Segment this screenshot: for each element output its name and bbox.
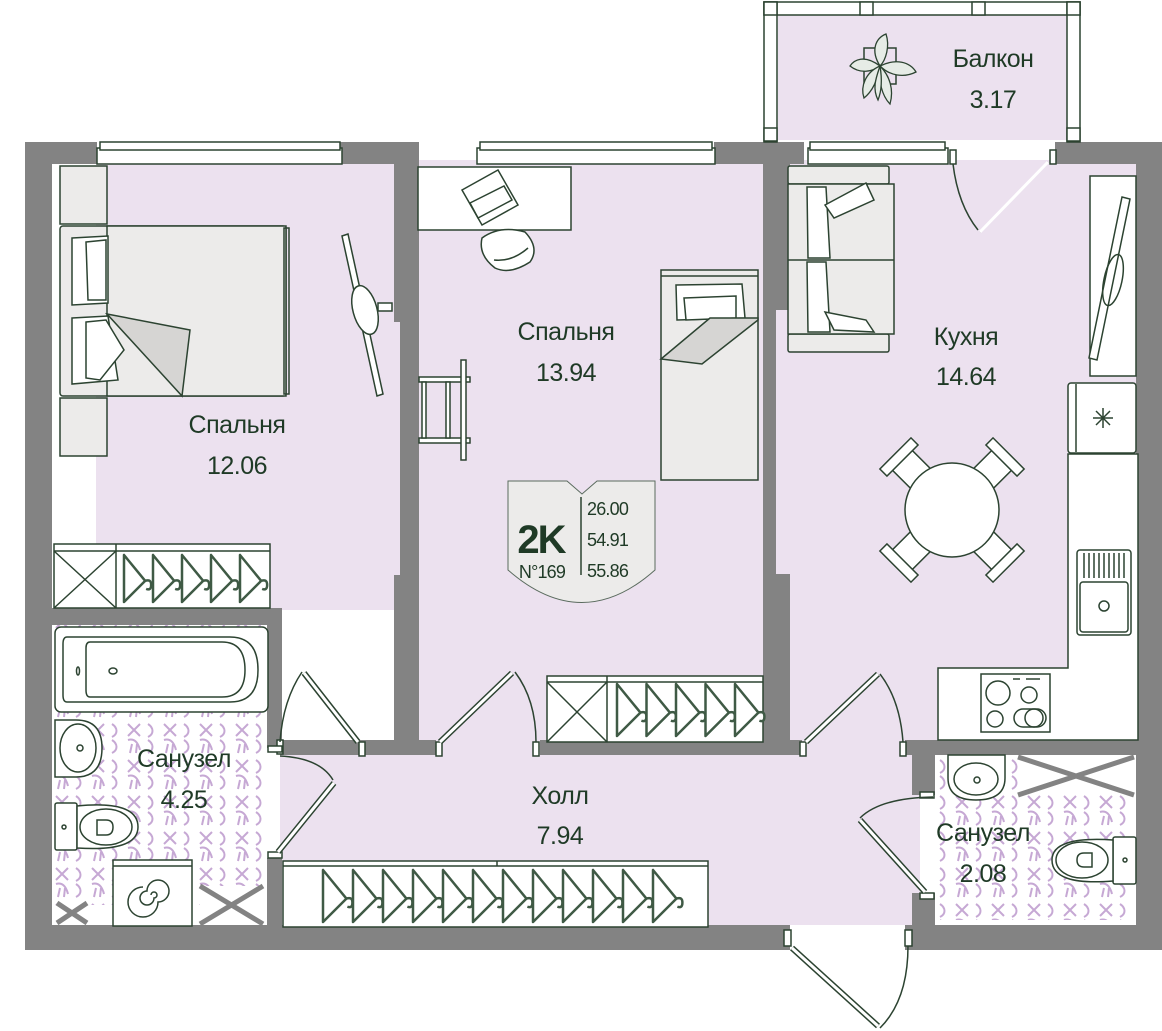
hall-name: Холл xyxy=(532,782,589,810)
hanger-icon xyxy=(651,868,684,924)
washbasin-icon xyxy=(54,719,103,778)
living-area: 26.00 xyxy=(587,499,629,519)
laptop-icon xyxy=(460,168,520,227)
balcony-door[interactable] xyxy=(949,149,1057,234)
bedroom-1-area: 12.06 xyxy=(207,452,267,480)
nightstand xyxy=(59,165,108,225)
stove-icon xyxy=(980,673,1051,733)
bathroom-2-area: 2.08 xyxy=(960,860,1007,888)
windows xyxy=(96,1,1081,165)
washbasin-icon xyxy=(947,754,1006,801)
drying-rack xyxy=(418,359,471,461)
bathroom-2-door[interactable] xyxy=(857,791,935,900)
sink-icon xyxy=(1076,549,1132,636)
toilet-icon xyxy=(54,802,139,851)
hanger-icon xyxy=(122,553,153,604)
total-area: 54.91 xyxy=(587,530,629,550)
bathtub-icon xyxy=(54,626,269,713)
bedroom-2-furniture xyxy=(417,166,764,743)
hanger-icon xyxy=(238,553,269,604)
kitchen-name: Кухня xyxy=(934,323,998,351)
bathroom-2-name: Санузел xyxy=(936,819,1030,847)
fridge xyxy=(1067,382,1137,454)
hanger-icon xyxy=(209,553,240,604)
hall-area: 7.94 xyxy=(537,822,584,850)
doors xyxy=(267,149,1057,1029)
sofa xyxy=(787,165,895,353)
kitchen-door[interactable] xyxy=(799,671,907,757)
kitchen-area: 14.64 xyxy=(936,363,997,391)
bedroom-1-furniture xyxy=(53,165,393,609)
blanket-fold xyxy=(104,312,191,398)
bathroom-1-name: Санузел xyxy=(137,745,231,773)
kitchen-furniture xyxy=(787,165,1139,741)
washing-machine-icon xyxy=(112,859,193,927)
entrance-door[interactable] xyxy=(783,929,913,1029)
apartment-type: 2K xyxy=(517,518,566,562)
bathroom-2-fixtures xyxy=(947,754,1137,885)
vent-shaft xyxy=(1017,754,1135,798)
total-area-with-balcony: 55.86 xyxy=(587,561,629,581)
hanger-icon xyxy=(151,553,182,604)
toilet-icon xyxy=(1051,836,1137,885)
hanger-icon xyxy=(733,682,766,738)
plant-icon xyxy=(849,33,917,106)
balcony-railing xyxy=(763,1,1081,16)
room-labels: Спальня 12.06 Спальня 13.94 Кухня 14.64 … xyxy=(137,45,1034,888)
tv-icon xyxy=(1088,175,1137,377)
vent-shaft xyxy=(55,883,265,927)
bedroom-2-door[interactable] xyxy=(435,670,540,757)
bathroom-1-area: 4.25 xyxy=(161,786,208,814)
apartment-badge: 2K N°169 26.00 54.91 55.86 xyxy=(507,480,656,603)
walls xyxy=(25,142,1162,950)
hangers xyxy=(122,553,766,924)
single-bed xyxy=(659,269,759,481)
bedroom-2-area: 13.94 xyxy=(536,359,597,387)
bathroom-1-door[interactable] xyxy=(267,745,337,859)
tv-icon xyxy=(341,233,393,397)
hanger-icon xyxy=(180,553,211,604)
bedroom-1-name: Спальня xyxy=(189,411,286,439)
balcony-area: 3.17 xyxy=(970,86,1017,114)
nightstand xyxy=(59,397,108,457)
bedroom-2-name: Спальня xyxy=(518,318,615,346)
dining-table xyxy=(878,436,1026,584)
apartment-number: N°169 xyxy=(519,562,566,582)
balcony-name: Балкон xyxy=(953,45,1034,73)
balcony-floor xyxy=(778,10,1078,140)
bathroom-1-fixtures xyxy=(54,626,269,927)
kitchen-counter xyxy=(937,453,1139,741)
